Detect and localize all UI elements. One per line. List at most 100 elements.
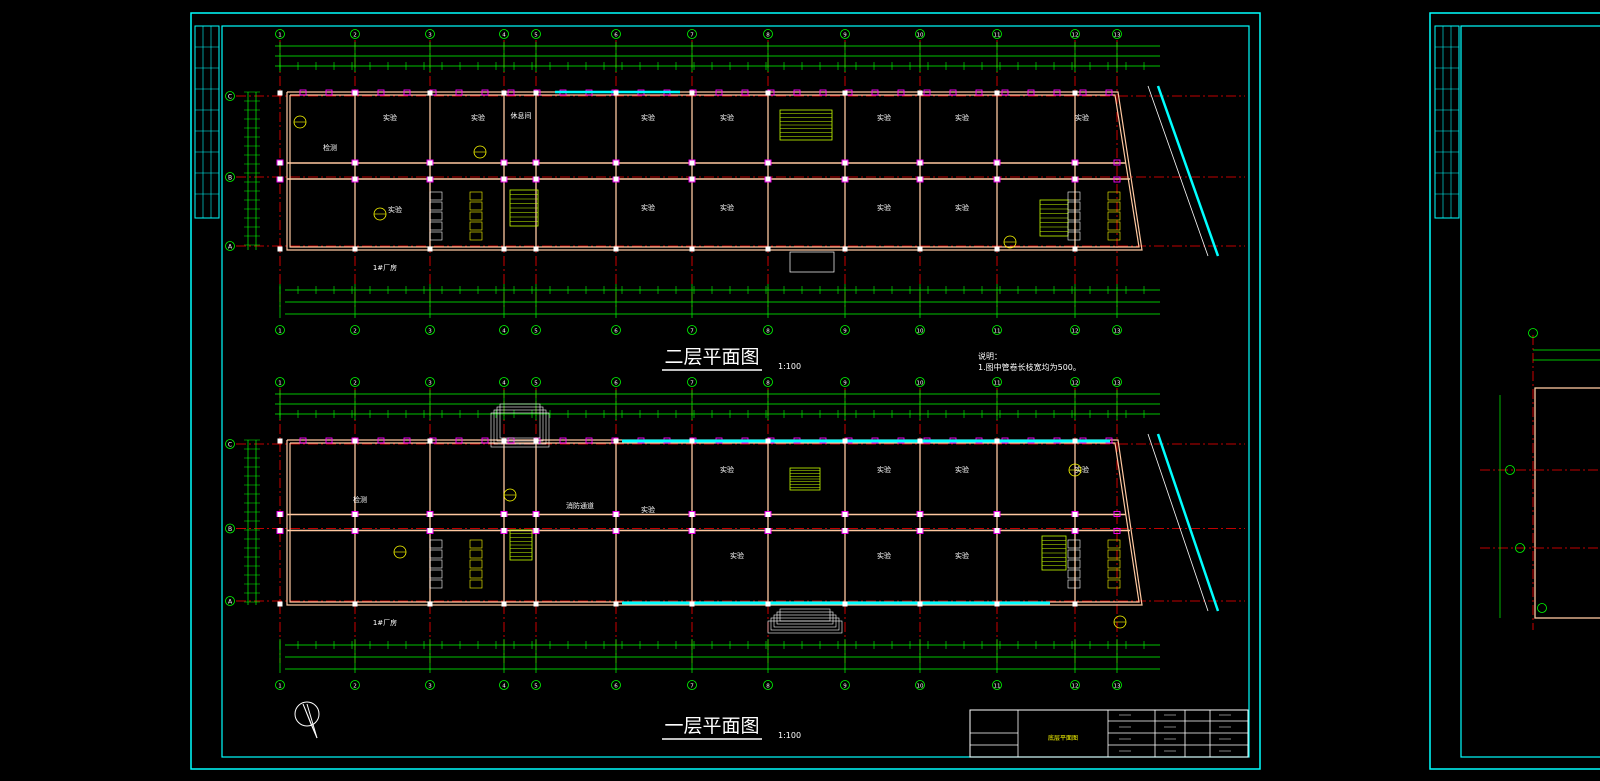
- toilet-fixture: [429, 191, 443, 201]
- toilet-fixture: [469, 559, 483, 569]
- structural-column: [1072, 438, 1078, 444]
- grid-bubble-label: 2: [353, 381, 357, 387]
- grid-bubble-column: 13: [1112, 325, 1122, 335]
- grid-bubble-column: 12: [1070, 377, 1080, 387]
- toilet-fixture: [1067, 191, 1081, 201]
- structural-column: [613, 512, 619, 517]
- grid-bubble-label: 9: [843, 329, 847, 335]
- room-label: 实验: [955, 551, 969, 560]
- door-mark: [1113, 159, 1121, 166]
- grid-bubble-row: B: [225, 523, 235, 534]
- structural-column: [277, 601, 283, 607]
- structural-column: [917, 246, 923, 252]
- structural-column: [352, 512, 358, 517]
- structural-column: [501, 160, 507, 166]
- grid-bubble-label: 3: [428, 33, 432, 39]
- grid-bubble-column: 7: [687, 325, 697, 335]
- room-label: 实验: [388, 205, 402, 214]
- grid-bubble-label: 11: [994, 33, 1001, 39]
- structural-column: [533, 512, 539, 517]
- structural-column: [842, 601, 848, 607]
- structural-column: [842, 438, 848, 444]
- structural-column: [917, 438, 923, 444]
- grid-bubble: [225, 241, 235, 251]
- toilet-fixture: [1107, 569, 1121, 579]
- structural-column: [427, 160, 433, 166]
- grid-bubble: [1070, 377, 1080, 387]
- upper-floor-plan[interactable]: ABC1122334455667788991010111112121313实验实…: [225, 29, 1246, 335]
- grid-bubble-label: 6: [614, 684, 618, 690]
- structural-column: [917, 160, 923, 166]
- grid-bubble-row: A: [225, 241, 235, 251]
- grid-bubble-column: 4: [499, 29, 509, 39]
- grid-bubble-column: 8: [763, 29, 773, 39]
- window-mark: [455, 437, 463, 444]
- structural-column: [1072, 528, 1078, 533]
- grid-bubble: [992, 29, 1002, 39]
- lower-floor-plan[interactable]: ABC1122334455667788991010111112121313实验实…: [225, 377, 1246, 690]
- grid-bubble: [350, 29, 360, 39]
- grid-bubble: [225, 91, 235, 101]
- grid-bubble-label: 10: [917, 684, 924, 690]
- structural-column: [352, 528, 358, 533]
- toilet-fixture: [1067, 539, 1081, 549]
- grid-bubble: [687, 325, 697, 335]
- exterior-wall: [289, 442, 1140, 603]
- structural-column: [352, 90, 358, 96]
- toilet-fixture: [429, 231, 443, 241]
- grid-bubble-column: 6: [611, 29, 621, 39]
- grid-bubble: [225, 172, 235, 182]
- grid-bubble: [1537, 603, 1547, 613]
- toilet-fixture: [1107, 231, 1121, 241]
- structural-column: [842, 246, 848, 252]
- structural-column: [352, 246, 358, 252]
- grid-bubble: [611, 325, 621, 335]
- grid-bubble-label: 11: [994, 684, 1001, 690]
- grid-bubble-label: 5: [534, 329, 538, 335]
- structural-column: [427, 601, 433, 607]
- toilet-fixture: [1107, 579, 1121, 589]
- grid-bubble-label: 5: [534, 381, 538, 387]
- grid-bubble-column: 2: [350, 29, 360, 39]
- structural-column: [842, 90, 848, 96]
- grid-bubble-column: 6: [611, 325, 621, 335]
- grid-bubble: [275, 377, 285, 387]
- grid-bubble-label: 9: [843, 684, 847, 690]
- grid-bubble-column: 9: [840, 29, 850, 39]
- grid-bubble-label: 7: [690, 684, 694, 690]
- structural-column: [613, 528, 619, 533]
- structural-column: [277, 512, 283, 517]
- room-label: 实验: [877, 113, 891, 122]
- grid-bubble: [687, 680, 697, 690]
- grid-bubble-label: 13: [1114, 381, 1121, 387]
- lower-plan-scale: 1:100: [778, 731, 801, 740]
- toilet-fixture: [1107, 221, 1121, 231]
- toilet-fixture: [429, 579, 443, 589]
- toilet-fixture: [469, 579, 483, 589]
- grid-bubble-label: 1: [278, 381, 282, 387]
- grid-bubble-label: 9: [843, 33, 847, 39]
- grid-bubble: [1112, 377, 1122, 387]
- grid-bubble-label: B: [228, 175, 232, 182]
- toilet-fixture: [1107, 211, 1121, 221]
- structural-column: [689, 528, 695, 533]
- grid-bubble-column: 9: [840, 680, 850, 690]
- grid-bubble-column: 10: [915, 377, 925, 387]
- window-mark: [299, 437, 307, 444]
- stair: [1041, 535, 1067, 571]
- window-mark: [975, 89, 983, 96]
- grid-bubble: [275, 680, 285, 690]
- glazing-strip: [1147, 433, 1209, 612]
- structural-column: [842, 160, 848, 166]
- grid-bubble-column: 8: [763, 377, 773, 387]
- upper-plan-scale: 1:100: [778, 362, 801, 371]
- room-label: 实验: [955, 203, 969, 212]
- room-label: 实验: [720, 113, 734, 122]
- grid-bubble: [1112, 680, 1122, 690]
- grid-bubble-column: 6: [611, 377, 621, 387]
- stair: [509, 529, 533, 561]
- grid-bubble: [350, 680, 360, 690]
- toilet-fixture: [429, 201, 443, 211]
